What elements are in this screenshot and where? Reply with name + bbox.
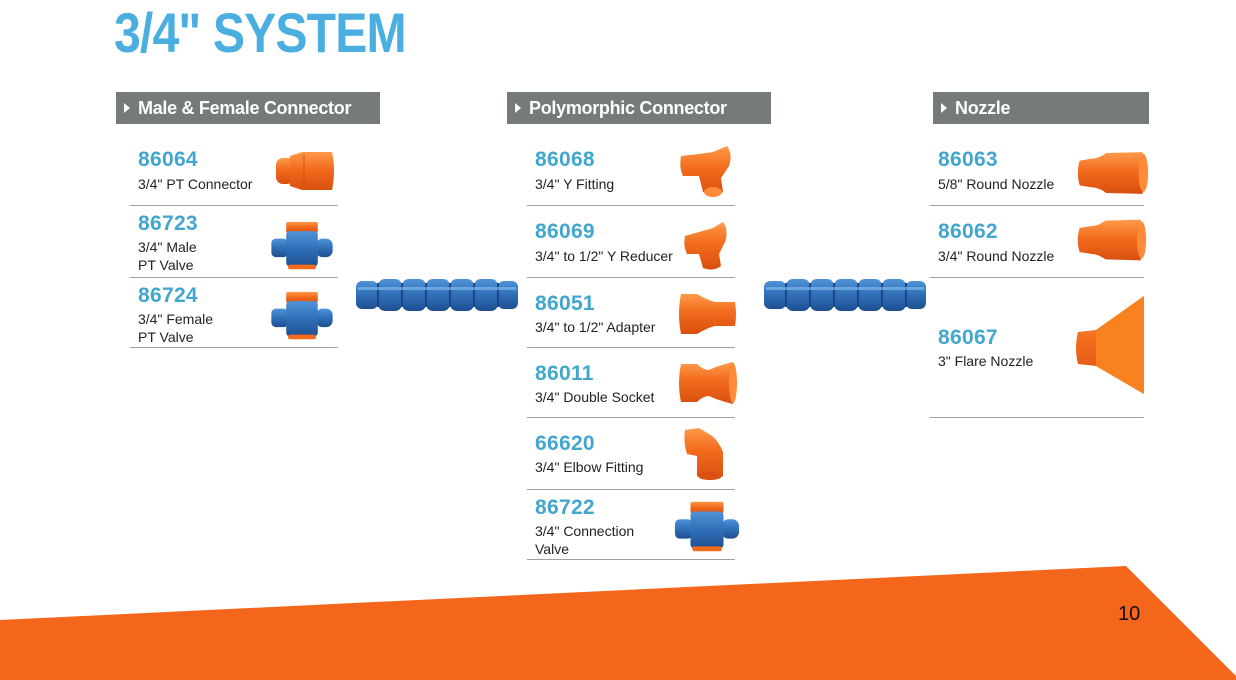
product-description-line: PT Valve: [138, 257, 194, 273]
product-code: 86722: [535, 496, 595, 519]
product-description-line: 3/4" Female: [138, 311, 214, 327]
product-description: 3/4" PT Connector: [138, 176, 253, 192]
product-item-66620: 66620 3/4" Elbow Fitting: [527, 418, 735, 490]
product-description: 3/4" to 1/2" Adapter: [535, 319, 656, 335]
product-code: 66620: [535, 432, 595, 455]
product-description: 3/4" Round Nozzle: [938, 248, 1055, 264]
product-description: 5/8" Round Nozzle: [938, 176, 1055, 192]
product-description-line: 3/4" Connection: [535, 523, 635, 539]
product-description: 3/4" Double Socket: [535, 389, 655, 405]
section-header-polymorphic-connector: Polymorphic Connector: [507, 92, 771, 124]
product-item-86723: 86723 3/4" Male PT Valve: [130, 206, 338, 278]
product-code: 86724: [138, 284, 198, 307]
page-title: 3/4" SYSTEM: [114, 1, 407, 64]
product-item-86051: 86051 3/4" to 1/2" Adapter: [527, 278, 736, 348]
product-item-86063: 86063 5/8" Round Nozzle: [930, 140, 1144, 206]
section-header-nozzle: Nozzle: [933, 92, 1149, 124]
product-code: 86064: [138, 148, 198, 171]
adapter-icon: [679, 294, 736, 334]
product-item-86064: 86064 3/4" PT Connector: [130, 140, 338, 206]
section-header-male-female-connector: Male & Female Connector: [116, 92, 380, 124]
product-item-86724: 86724 3/4" Female PT Valve: [130, 278, 338, 348]
product-description: 3" Flare Nozzle: [938, 353, 1034, 369]
product-description: 3/4" to 1/2" Y Reducer: [535, 248, 673, 264]
product-code: 86067: [938, 326, 998, 349]
page-number: 10: [1118, 603, 1141, 625]
product-code: 86723: [138, 212, 198, 235]
product-description-line: 3/4" Male: [138, 239, 197, 255]
product-description: 3/4" Male PT Valve: [138, 238, 197, 274]
product-description: 3/4" Female PT Valve: [138, 310, 213, 346]
pt-connector-icon: [276, 152, 334, 190]
product-item-86062: 86062 3/4" Round Nozzle: [930, 206, 1144, 278]
section-header-label: Polymorphic Connector: [529, 98, 727, 118]
product-description-line: PT Valve: [138, 329, 194, 345]
triangle-right-icon: [124, 103, 130, 113]
triangle-right-icon: [941, 103, 947, 113]
product-item-86068: 86068 3/4" Y Fitting: [527, 140, 735, 206]
flare-nozzle-icon: [1076, 296, 1144, 394]
y-fitting-icon: [680, 146, 731, 197]
section-header-label: Nozzle: [955, 98, 1011, 118]
double-socket-icon: [679, 362, 737, 404]
product-item-86722: 86722 3/4" Connection Valve: [527, 490, 735, 560]
product-code: 86069: [535, 220, 595, 243]
product-item-86067: 86067 3" Flare Nozzle: [930, 278, 1144, 418]
product-item-86011: 86011 3/4" Double Socket: [527, 348, 737, 418]
product-description: 3/4" Connection Valve: [535, 522, 634, 558]
product-description-line: Valve: [535, 541, 569, 557]
product-code: 86063: [938, 148, 998, 171]
y-reducer-icon: [684, 222, 727, 270]
product-code: 86051: [535, 292, 595, 315]
product-code: 86011: [535, 362, 594, 385]
product-description: 3/4" Y Fitting: [535, 176, 615, 192]
hose-segment-icon: [356, 279, 518, 311]
product-code: 86062: [938, 220, 998, 243]
hose-segment-icon: [764, 279, 926, 311]
section-header-label: Male & Female Connector: [138, 98, 352, 118]
product-description: 3/4" Elbow Fitting: [535, 459, 644, 475]
product-code: 86068: [535, 148, 595, 171]
elbow-fitting-icon: [684, 428, 723, 480]
triangle-right-icon: [515, 103, 521, 113]
product-item-86069: 86069 3/4" to 1/2" Y Reducer: [527, 206, 735, 278]
